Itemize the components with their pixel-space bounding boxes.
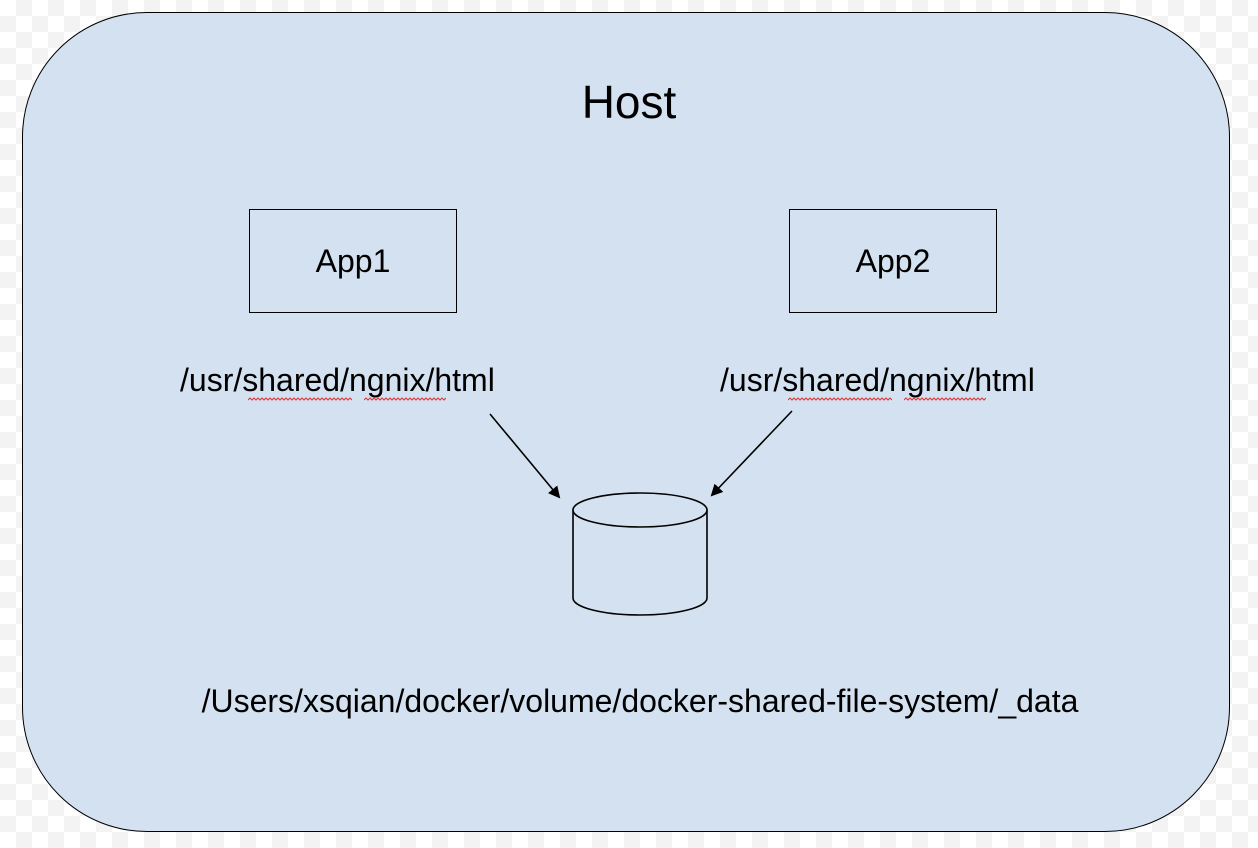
volume-path-label: /Users/xsqian/docker/volume/docker-share…	[201, 683, 1079, 719]
app1-mount-path: /usr/shared/ngnix/html	[180, 362, 495, 398]
spellcheck-underline	[904, 397, 986, 401]
volume-cylinder-icon	[572, 492, 708, 616]
spellcheck-underline	[788, 397, 892, 401]
app1-box: App1	[249, 209, 457, 313]
host-container	[22, 12, 1230, 832]
app1-label: App1	[315, 242, 391, 279]
app2-mount-path: /usr/shared/ngnix/html	[720, 362, 1035, 398]
arrow-app1-to-volume	[489, 413, 561, 499]
spellcheck-underline	[364, 397, 446, 401]
app2-box: App2	[789, 209, 997, 313]
app2-label: App2	[855, 242, 931, 279]
arrow-app2-to-volume	[710, 410, 793, 497]
spellcheck-underline	[248, 397, 352, 401]
host-label: Host	[581, 76, 677, 128]
